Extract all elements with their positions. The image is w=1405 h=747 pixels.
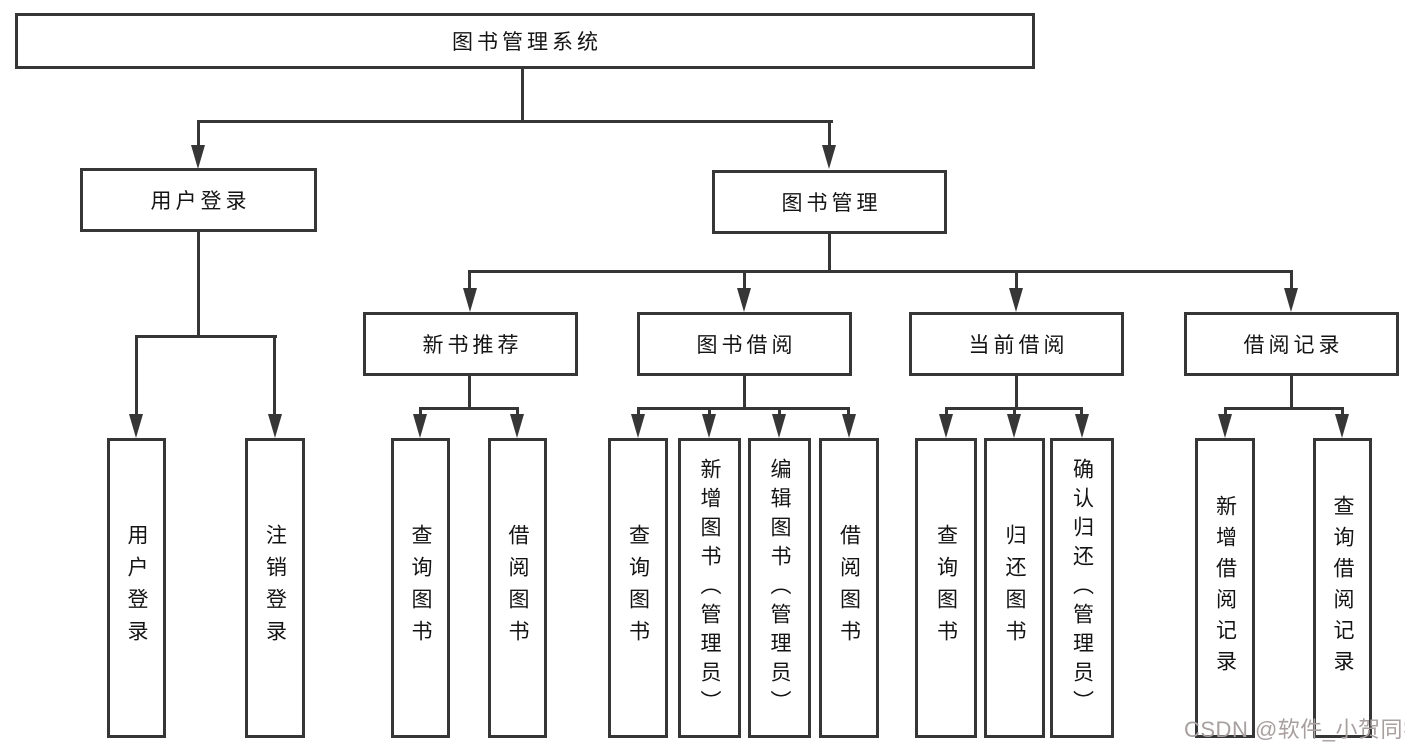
node-label: 新增借阅记录 xyxy=(1213,495,1237,681)
node-label: 当前借阅 xyxy=(968,334,1069,357)
connector-line xyxy=(828,234,831,272)
node-root: 图书管理系统 xyxy=(15,13,1035,69)
connector-line xyxy=(1341,407,1344,417)
arrow-down-icon xyxy=(463,288,477,312)
connector-line xyxy=(1224,407,1227,417)
watermark: CSDN @软件_小贺同学 xyxy=(1184,717,1405,742)
node-label: 新书推荐 xyxy=(422,334,523,357)
connector-line xyxy=(1015,270,1018,291)
arrow-down-icon xyxy=(631,414,645,438)
connector-line xyxy=(743,270,746,291)
node-label: 查询借阅记录 xyxy=(1331,495,1354,681)
connector-line xyxy=(828,120,831,147)
node-label: 归还图书 xyxy=(1003,524,1026,652)
connector-line xyxy=(135,335,277,338)
arrow-down-icon xyxy=(1009,288,1023,312)
leaf-query-books-recommend: 查询图书 xyxy=(391,438,450,738)
leaf-query-books-current: 查询图书 xyxy=(915,438,977,738)
connector-line xyxy=(637,407,850,410)
connector-line xyxy=(197,232,200,337)
node-new-book-recommend: 新书推荐 xyxy=(363,312,578,376)
leaf-user-login: 用户登录 xyxy=(107,438,166,738)
connector-line xyxy=(468,376,471,409)
node-label: 查询图书 xyxy=(626,524,650,652)
leaf-return-books: 归还图书 xyxy=(984,438,1045,738)
leaf-borrow-books: 借阅图书 xyxy=(819,438,879,738)
node-label: 图书管理系统 xyxy=(452,31,602,54)
arrow-down-icon xyxy=(129,414,143,438)
connector-line xyxy=(945,407,948,417)
arrow-down-icon xyxy=(191,145,205,169)
node-label: 借阅记录 xyxy=(1243,334,1344,357)
node-label: 编辑图书（管理员） xyxy=(768,457,791,719)
connector-line xyxy=(521,69,524,122)
connector-line xyxy=(1080,407,1083,417)
arrow-down-icon xyxy=(939,414,953,438)
node-label: 用户登录 xyxy=(125,524,148,652)
arrow-down-icon xyxy=(268,414,282,438)
arrow-down-icon xyxy=(822,145,836,169)
connector-line xyxy=(1224,407,1344,410)
leaf-add-borrow-record: 新增借阅记录 xyxy=(1195,438,1255,738)
connector-line xyxy=(743,376,746,409)
node-label: 图书借阅 xyxy=(696,334,797,357)
node-book-borrow: 图书借阅 xyxy=(637,312,852,376)
node-label: 注销登录 xyxy=(263,524,287,652)
connector-line xyxy=(469,270,1293,273)
connector-line xyxy=(516,407,519,417)
node-label: 确认归还（管理员） xyxy=(1070,457,1094,719)
node-label: 查询图书 xyxy=(934,524,958,652)
leaf-edit-book-admin: 编辑图书（管理员） xyxy=(748,438,811,738)
node-label: 借阅图书 xyxy=(506,524,529,652)
arrow-down-icon xyxy=(1218,414,1232,438)
node-book-management: 图书管理 xyxy=(712,170,947,234)
leaf-borrow-books-recommend: 借阅图书 xyxy=(488,438,547,738)
connector-line xyxy=(135,335,138,417)
connector-line xyxy=(197,120,833,123)
connector-line xyxy=(1290,270,1293,291)
connector-line xyxy=(419,407,519,410)
connector-line xyxy=(847,407,850,417)
node-user-login: 用户登录 xyxy=(80,168,317,232)
node-label: 图书管理 xyxy=(781,192,882,215)
leaf-query-borrow-record: 查询借阅记录 xyxy=(1313,438,1372,738)
arrow-down-icon xyxy=(1007,414,1021,438)
connector-line xyxy=(197,120,200,147)
arrow-down-icon xyxy=(772,414,786,438)
connector-line xyxy=(419,407,422,417)
connector-line xyxy=(1015,376,1018,409)
node-label: 查询图书 xyxy=(409,524,432,652)
arrow-down-icon xyxy=(413,414,427,438)
arrow-down-icon xyxy=(1284,288,1298,312)
connector-line xyxy=(1013,407,1016,417)
arrow-down-icon xyxy=(1335,414,1349,438)
connector-line xyxy=(637,407,640,417)
arrow-down-icon xyxy=(842,414,856,438)
connector-line xyxy=(273,335,276,417)
node-label: 借阅图书 xyxy=(837,524,861,652)
leaf-logout: 注销登录 xyxy=(245,438,305,738)
leaf-confirm-return-admin: 确认归还（管理员） xyxy=(1050,438,1114,738)
connector-line xyxy=(708,407,711,417)
connector-line xyxy=(1290,376,1293,409)
arrow-down-icon xyxy=(510,414,524,438)
node-label: 新增图书（管理员） xyxy=(698,457,721,719)
leaf-query-books-borrow: 查询图书 xyxy=(608,438,668,738)
connector-line xyxy=(468,270,471,291)
leaf-add-book-admin: 新增图书（管理员） xyxy=(678,438,741,738)
node-borrow-records: 借阅记录 xyxy=(1184,312,1399,376)
node-label: 用户登录 xyxy=(150,190,251,213)
arrow-down-icon xyxy=(737,288,751,312)
arrow-down-icon xyxy=(1075,414,1089,438)
arrow-down-icon xyxy=(702,414,716,438)
node-current-borrow: 当前借阅 xyxy=(909,312,1124,376)
connector-line xyxy=(778,407,781,417)
